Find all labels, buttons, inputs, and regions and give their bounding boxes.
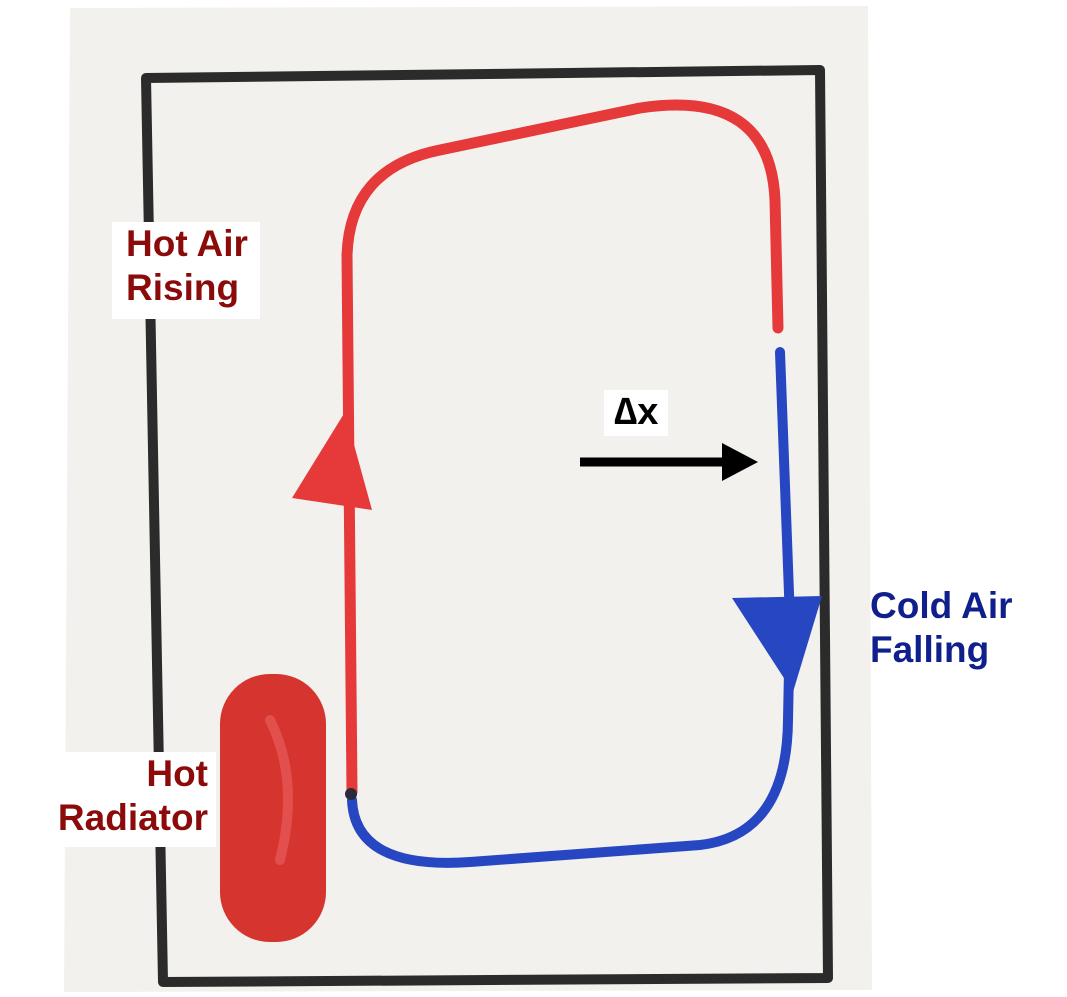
hot-radiator-line1: Hot	[146, 753, 208, 794]
radiator-highlight	[265, 715, 293, 865]
cold-air-line2: Falling	[870, 629, 990, 671]
radiator-shape	[220, 674, 326, 942]
cold-air-arrowhead	[732, 596, 822, 692]
path-junction	[345, 788, 357, 800]
hot-air-line1: Hot Air	[126, 223, 248, 264]
hot-air-path	[341, 99, 784, 798]
hot-air-line2: Rising	[126, 267, 240, 309]
cold-air-line1: Cold Air	[870, 585, 1013, 626]
room-frame	[141, 65, 833, 987]
hot-air-arrowhead	[292, 412, 372, 510]
hot-radiator-line2: Radiator	[57, 797, 208, 839]
delta-x-text: ∆x	[614, 391, 659, 433]
cold-air-falling-label: Cold Air Falling	[866, 584, 1017, 673]
hot-radiator-label: Hot Radiator	[8, 752, 216, 847]
delta-x-label: ∆x	[604, 390, 669, 436]
delta-x-arrowhead	[722, 443, 758, 481]
hot-air-rising-label: Hot Air Rising	[112, 222, 260, 319]
cold-air-path	[347, 347, 795, 868]
